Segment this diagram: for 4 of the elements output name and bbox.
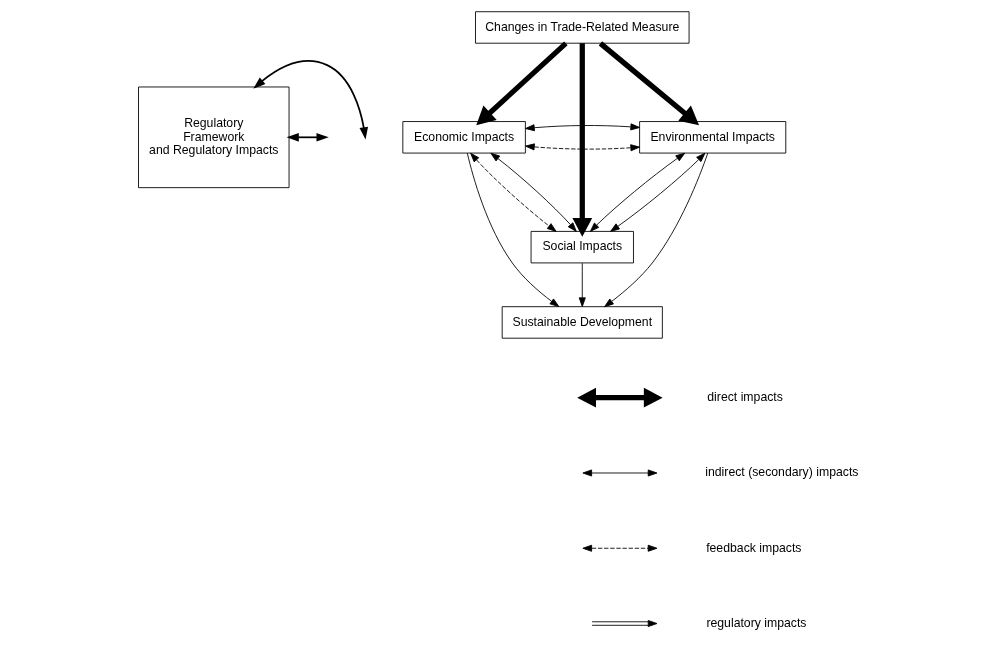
legend-label: feedback impacts	[705, 540, 801, 555]
legend-label: regulatory impacts	[705, 615, 807, 630]
legend-label: indirect (secondary) impacts	[704, 465, 858, 480]
legend-label: direct impacts	[706, 389, 783, 404]
